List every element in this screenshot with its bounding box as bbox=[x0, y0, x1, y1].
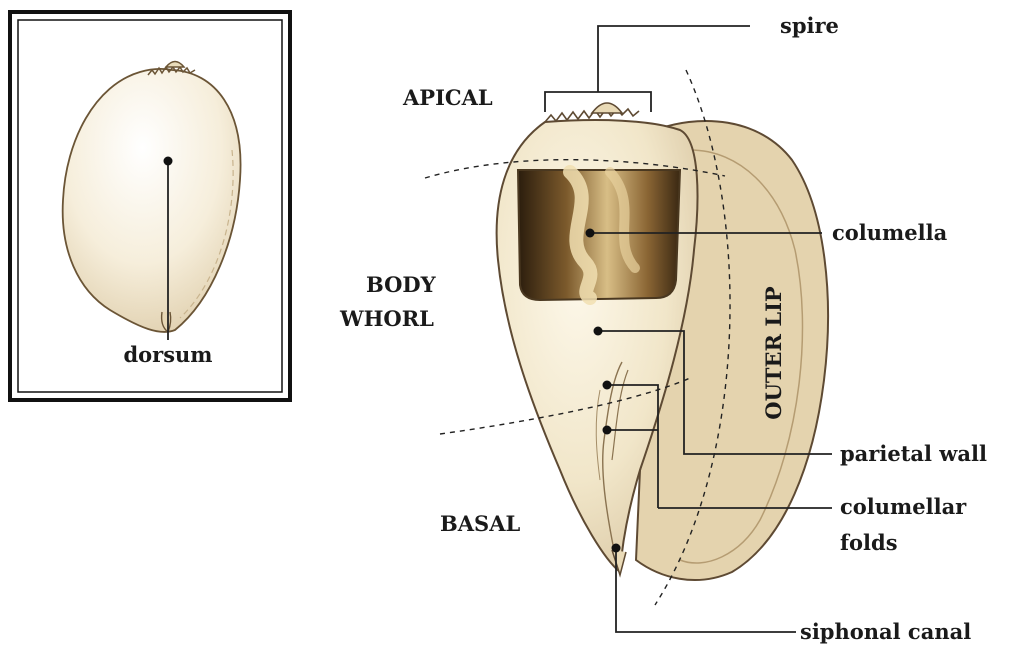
columellar-folds-label-line1: columellar bbox=[840, 494, 967, 519]
parietal-wall-dot bbox=[594, 327, 603, 336]
dorsum-dot bbox=[164, 157, 173, 166]
dorsum-label: dorsum bbox=[123, 342, 212, 367]
siphonal-canal-dot bbox=[612, 544, 621, 553]
body-whorl-label-line1: BODY bbox=[366, 272, 437, 297]
siphonal-canal-label: siphonal canal bbox=[800, 619, 971, 644]
spire-leader bbox=[598, 26, 750, 92]
columella-label: columella bbox=[832, 220, 948, 245]
columella-dot bbox=[586, 229, 595, 238]
basal-label: BASAL bbox=[440, 511, 521, 536]
columellar-folds-label-line2: folds bbox=[840, 530, 898, 555]
aperture-window bbox=[518, 170, 680, 300]
spire-apex bbox=[592, 103, 622, 113]
folds-dot-top bbox=[603, 381, 612, 390]
outer-lip-label: OUTER LIP bbox=[761, 286, 786, 420]
folds-dot-bottom bbox=[603, 426, 612, 435]
apical-label: APICAL bbox=[402, 85, 493, 110]
parietal-wall-label: parietal wall bbox=[840, 441, 987, 466]
spire-label: spire bbox=[780, 13, 839, 38]
body-whorl-label-line2: WHORL bbox=[339, 306, 434, 331]
inset-panel: dorsum bbox=[10, 12, 290, 400]
